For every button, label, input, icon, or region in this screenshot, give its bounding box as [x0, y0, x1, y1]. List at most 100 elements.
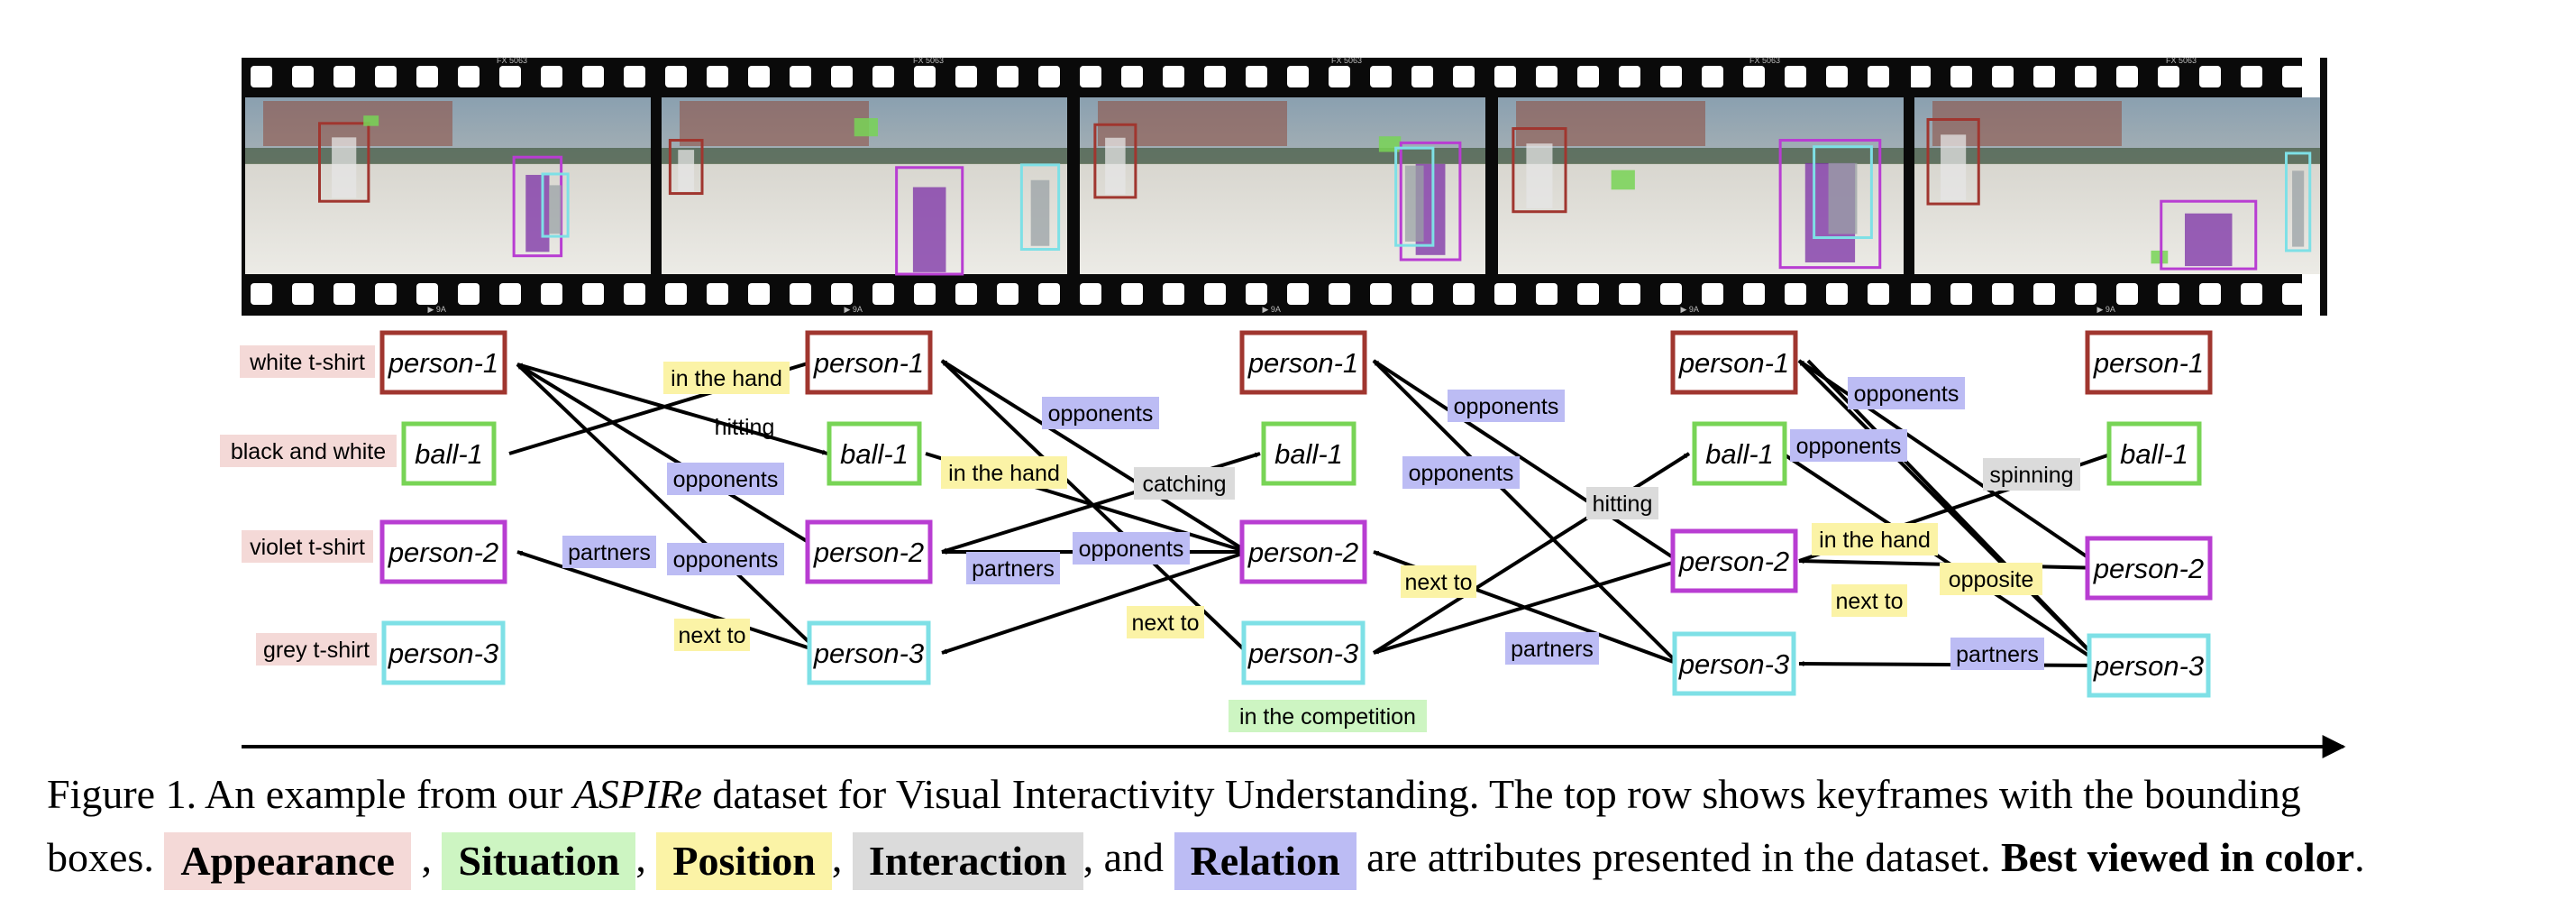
sprocket-hole	[914, 66, 936, 87]
sprocket-hole	[790, 66, 811, 87]
sprocket-hole	[2241, 283, 2262, 305]
label-in-the-competition: in the competition	[1239, 704, 1416, 730]
film-marking-bottom: ▶ 9A	[428, 305, 446, 314]
node-person-3-t3: person-3	[1241, 620, 1366, 685]
appearance-grey-t-shirt: grey t-shirt	[263, 638, 370, 663]
sprocket-hole	[1246, 283, 1267, 305]
node-ball-1-t5: ball-1	[2106, 421, 2202, 486]
label-partners: partners	[1511, 637, 1594, 662]
film-marking-bottom: ▶ 9A	[1263, 305, 1281, 314]
sprocket-hole	[1038, 283, 1060, 305]
node-person-1-t5: person-1	[2085, 330, 2213, 395]
sprocket-hole	[1577, 66, 1599, 87]
relation-label: opponents	[667, 463, 784, 495]
person1-bounding-box	[1093, 123, 1137, 199]
label-opponents: opponents	[673, 467, 779, 492]
film-marking-top: FX 5063	[1331, 56, 1362, 65]
node-person-2-t2: person-2	[805, 519, 933, 584]
sprocket-hole	[2199, 66, 2221, 87]
sprocket-hole	[251, 283, 272, 305]
node-box	[805, 519, 933, 584]
node-label: person-2	[1678, 546, 1789, 577]
relation-label: opponents	[667, 543, 784, 575]
appearance-label: black and white	[220, 435, 397, 467]
node-label: person-2	[2093, 553, 2204, 584]
label-partners: partners	[972, 556, 1055, 582]
ball-bounding-box	[363, 115, 379, 126]
frame-sand	[1914, 163, 2320, 274]
position-label: next to	[674, 619, 750, 651]
label-opponents: opponents	[1454, 394, 1559, 419]
player-figure	[2292, 170, 2305, 247]
node-box	[2085, 536, 2213, 601]
node-label: person-1	[388, 347, 498, 379]
node-box	[1241, 620, 1366, 685]
sprocket-hole	[1992, 283, 2014, 305]
sprocket-hole	[2033, 283, 2055, 305]
player-figure	[525, 174, 550, 252]
label-partners: partners	[1956, 642, 2039, 667]
film-sprocket-holes-bottom	[251, 283, 2304, 305]
label-opponents: opponents	[673, 547, 779, 573]
sprocket-hole	[914, 283, 936, 305]
node-label: person-3	[388, 638, 498, 669]
film-sprocket-holes-top	[251, 66, 2304, 87]
caption-text: dataset for Visual Interactivity Underst…	[701, 771, 2301, 817]
sprocket-hole	[1329, 66, 1350, 87]
sprocket-hole	[1826, 283, 1848, 305]
person2-bounding-box	[1399, 141, 1462, 262]
node-box	[379, 519, 507, 584]
sprocket-hole	[1868, 66, 1889, 87]
person3-bounding-box	[2285, 151, 2312, 252]
sprocket-hole	[2158, 283, 2179, 305]
sprocket-hole	[375, 283, 397, 305]
legend-appearance-chip: Appearance	[164, 832, 411, 891]
keyframe-1	[245, 97, 651, 274]
sprocket-hole	[333, 66, 355, 87]
label-next-to: next to	[1835, 589, 1903, 614]
sprocket-hole	[1163, 283, 1184, 305]
sprocket-hole	[1204, 66, 1226, 87]
label-in-the-hand: in the hand	[671, 366, 782, 391]
frame-sand	[245, 163, 651, 274]
sprocket-hole	[624, 66, 645, 87]
player-figure	[1404, 165, 1424, 242]
relation-label: partners	[966, 552, 1060, 584]
player-figure	[1030, 179, 1050, 246]
relation-label: partners	[1950, 638, 2044, 670]
sprocket-hole	[1619, 283, 1640, 305]
position-label: next to	[1127, 606, 1204, 638]
figure-caption: Figure 1. An example from our ASPIRe dat…	[47, 763, 2544, 891]
sprocket-hole	[1163, 66, 1184, 87]
caption-line-2: boxes. Appearance , Situation, Position,…	[47, 826, 2544, 891]
caption-line-1: Figure 1. An example from our ASPIRe dat…	[47, 763, 2544, 826]
sprocket-hole	[458, 283, 480, 305]
sprocket-hole	[1702, 283, 1723, 305]
sprocket-hole	[333, 283, 355, 305]
node-box	[805, 330, 933, 395]
node-label: person-2	[388, 537, 498, 568]
caption-best-viewed: Best viewed in color	[2000, 834, 2355, 880]
node-person-3-t4: person-3	[1672, 631, 1796, 696]
sprocket-hole	[1702, 66, 1723, 87]
sprocket-hole	[582, 283, 604, 305]
node-box	[2087, 633, 2211, 698]
node-label: ball-1	[2120, 438, 2188, 470]
hedge-shape	[1080, 148, 1485, 164]
sprocket-hole	[1950, 66, 1972, 87]
node-ball-1-t3: ball-1	[1261, 421, 1357, 486]
frame-divider	[651, 58, 658, 316]
sprocket-hole	[1950, 283, 1972, 305]
sprocket-hole	[1909, 283, 1931, 305]
caption-text: boxes.	[47, 834, 154, 880]
edge-p1-p3-col34b	[1806, 359, 2106, 667]
position-label: in the hand	[1812, 523, 1938, 555]
sprocket-hole	[1204, 283, 1226, 305]
graph-nodes: person-1 ball-1 person-2 person-3 person-1 ba…	[379, 330, 2213, 698]
film-marking-bottom: ▶ 9A	[845, 305, 863, 314]
sprocket-hole	[1494, 283, 1516, 305]
sprocket-hole	[541, 66, 562, 87]
position-label: opposite	[1940, 563, 2042, 595]
interaction-label: hitting	[1586, 487, 1658, 519]
